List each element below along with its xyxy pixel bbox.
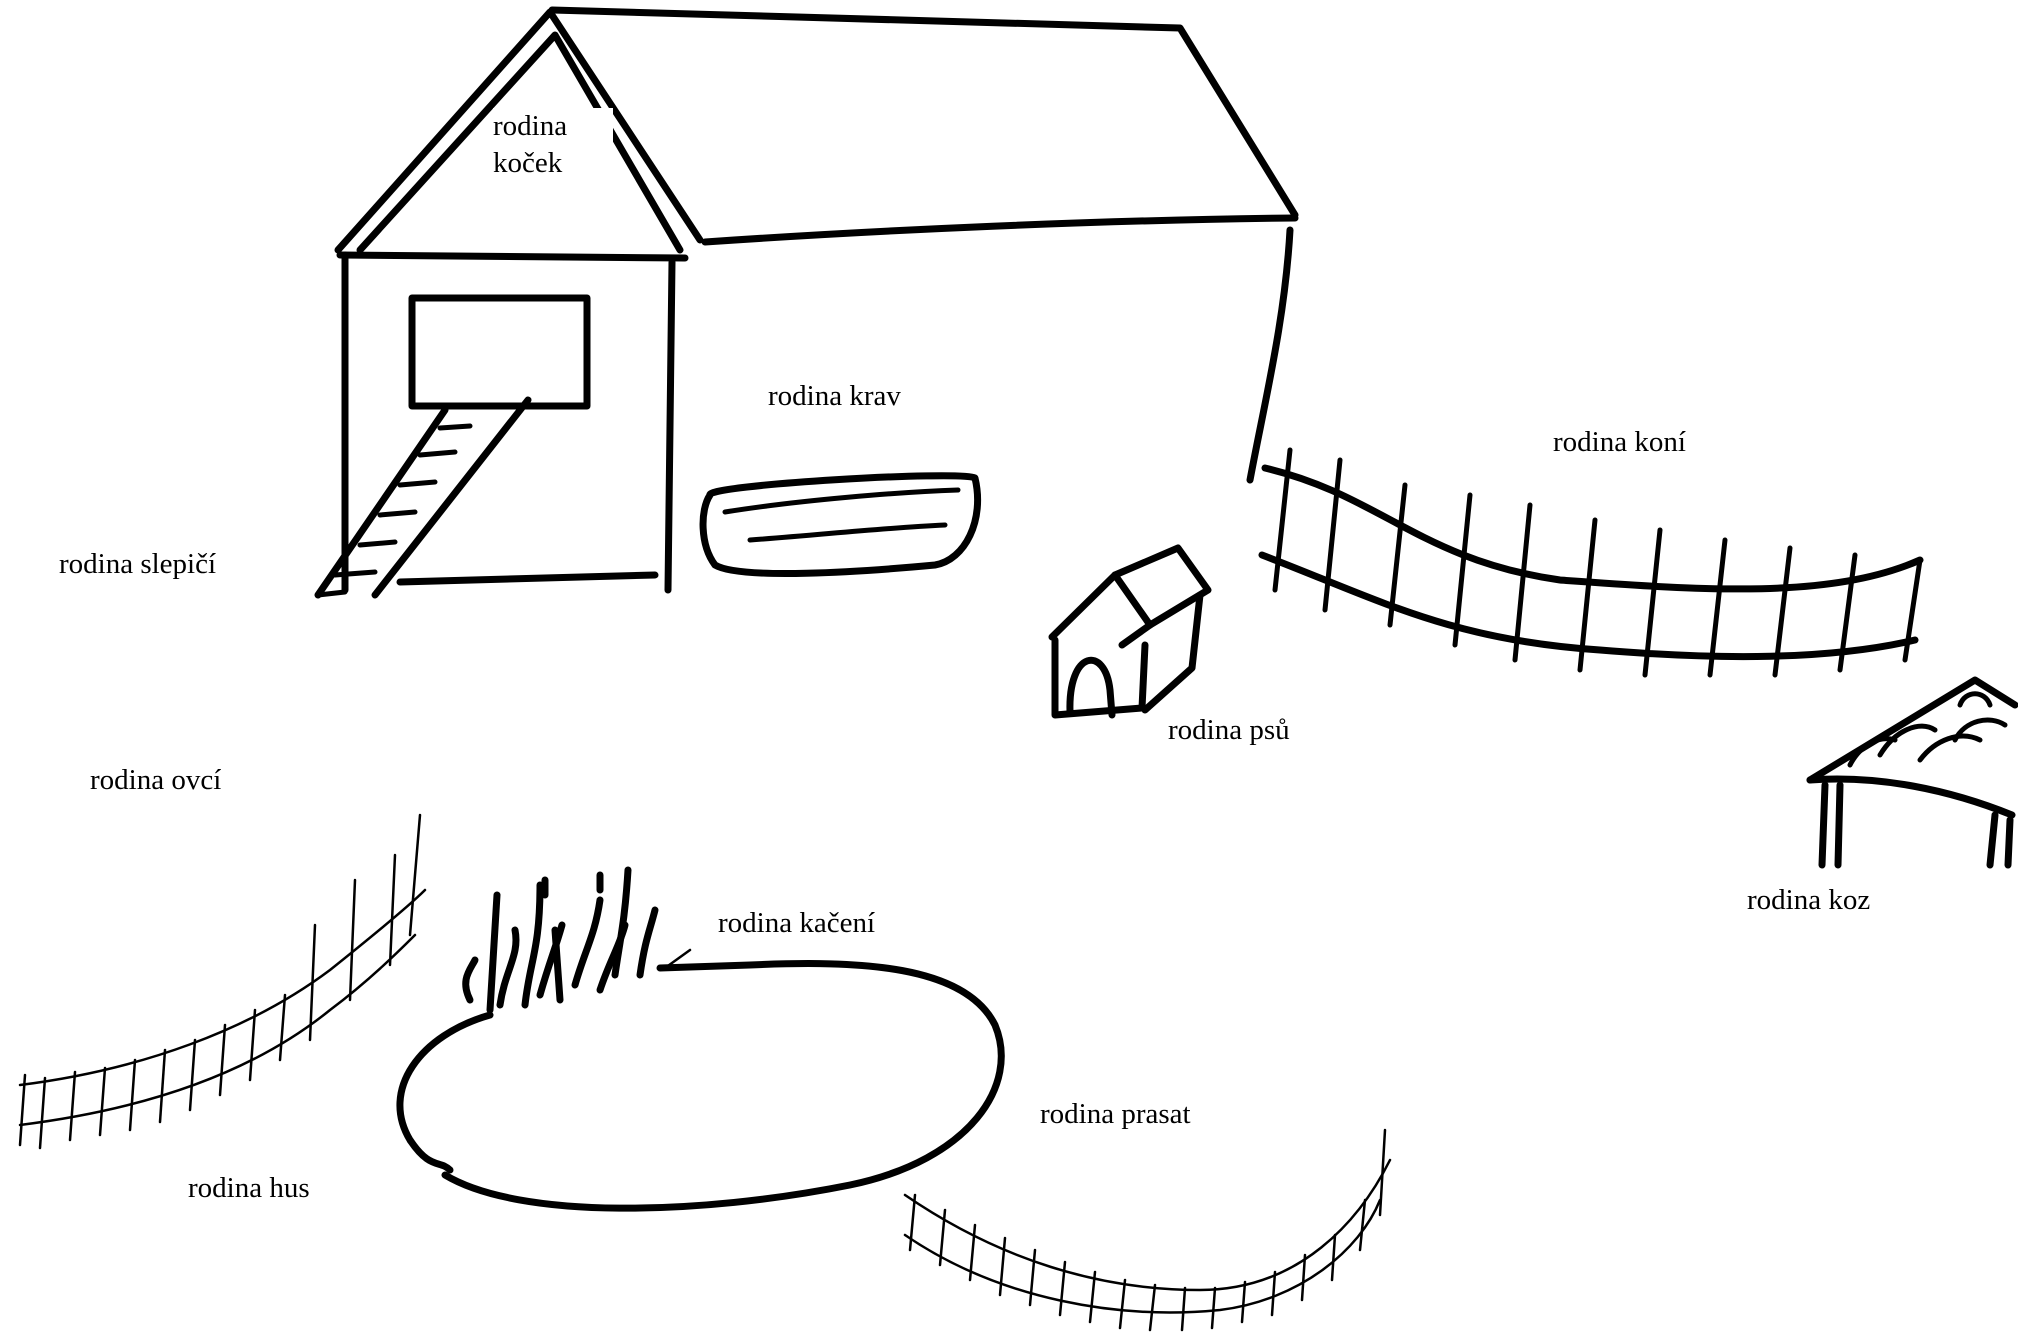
label-pigs: rodina prasat [1040,1096,1191,1133]
barn-icon [318,10,1295,595]
horse-fence-icon [1262,450,1920,675]
sheep-fence-icon [20,815,425,1148]
label-dogs: rodina psů [1168,712,1290,749]
label-sheep: rodina ovcí [90,762,221,799]
label-ducks: rodina kačení [718,905,875,942]
label-goats: rodina koz [1747,882,1870,919]
label-cats: rodina koček [493,108,613,182]
label-hens: rodina slepičí [59,546,216,583]
doghouse-icon [1052,548,1208,715]
label-cows: rodina krav [768,378,901,415]
label-geese: rodina hus [188,1170,310,1207]
pig-fence-icon [905,1130,1390,1330]
goat-shelter-icon [1810,680,2015,865]
pond-icon [400,870,1001,1208]
label-horses: rodina koní [1553,424,1686,461]
